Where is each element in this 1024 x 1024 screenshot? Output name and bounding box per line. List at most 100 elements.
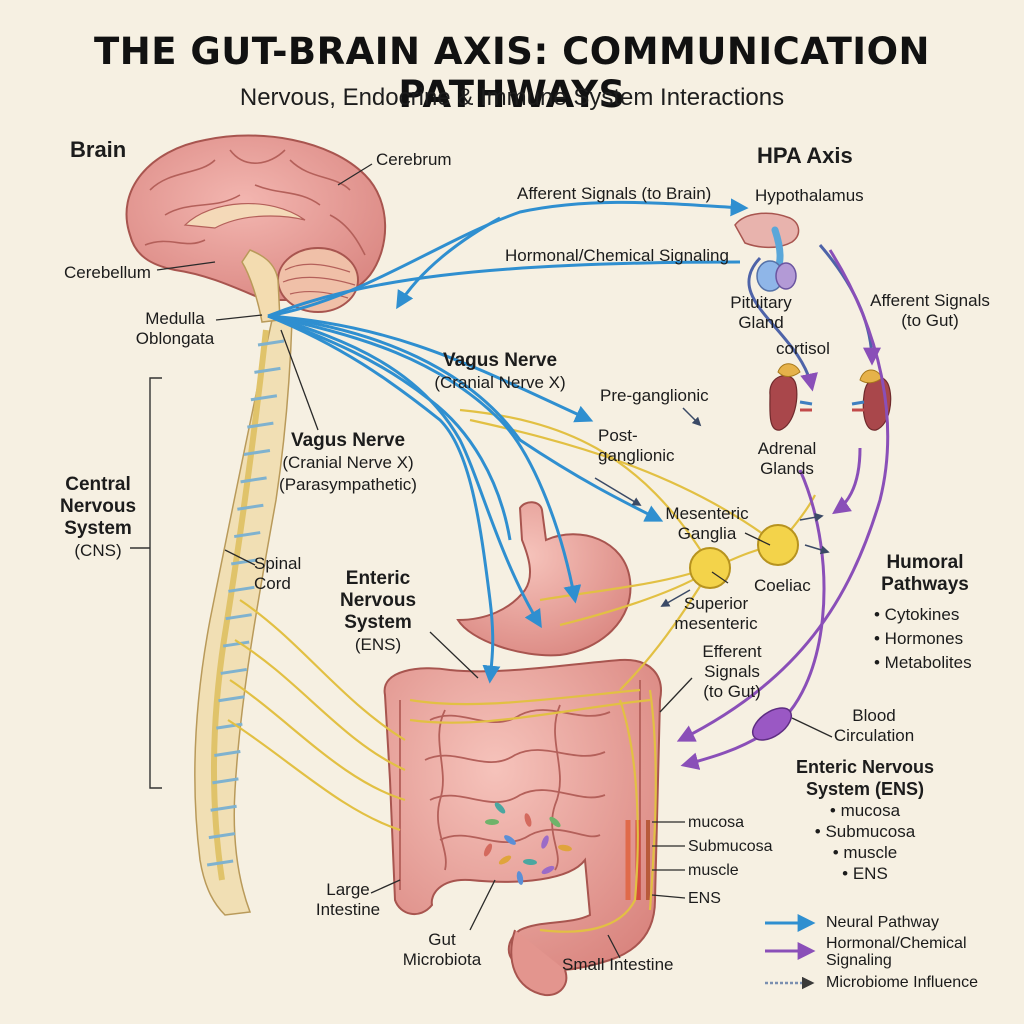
afferent-gut-line-2: (to Gut)	[901, 311, 959, 330]
cns-bracket	[130, 377, 162, 789]
legend-neural: Neural Pathway	[826, 914, 939, 932]
afferent-gut-line-1: Afferent Signals	[870, 291, 990, 310]
spine-illustration	[194, 319, 293, 916]
microbe	[494, 802, 506, 814]
blood-circulation-vessel	[751, 707, 793, 741]
vagus-center-sub: (Cranial Nerve X)	[434, 373, 566, 392]
gut-microbiota-line-1: Gut	[428, 930, 456, 949]
humoral-pathways-heading: Humoral Pathways	[870, 552, 980, 596]
humoral-title-line-1: Humoral	[886, 552, 964, 573]
cns-line-3: System	[64, 518, 132, 539]
vertebral-disc	[206, 859, 234, 867]
spinal-cord-line-1: Spinal	[254, 554, 302, 573]
vertebral-disc	[216, 722, 243, 730]
post-ganglionic-line-2: ganglionic	[598, 446, 675, 465]
microbe	[524, 813, 532, 827]
cns-line-2: Nervous	[59, 496, 137, 517]
gut-microbiota-illustration	[483, 802, 572, 885]
vertebral-disc	[233, 531, 261, 539]
legend-hormonal-label: Hormonal/Chemical Signaling	[826, 935, 967, 969]
page-subtitle: Nervous, Endocrine & Immune System Inter…	[239, 84, 785, 111]
coeliac-label: Coeliac	[754, 576, 811, 595]
medulla-line-2: Oblongata	[135, 329, 215, 348]
pituitary-line-1: Pituitary	[730, 293, 792, 312]
blood-line-2: Circulation	[833, 726, 915, 745]
afferent-to-gut-label: Afferent Signals (to Gut)	[862, 291, 998, 331]
adrenal-line-1: Adrenal	[757, 439, 817, 458]
stomach-illustration	[456, 501, 632, 657]
microbe	[498, 855, 512, 865]
ens-right-heading: Enteric Nervous System (ENS)	[790, 756, 940, 800]
superior-mesenteric-label: Superior mesenteric	[664, 594, 768, 634]
small-intestine-label: Small Intestine	[562, 955, 674, 974]
adrenal-glands-label: Adrenal Glands	[745, 439, 829, 479]
legend-microbiome-label: Microbiome Influence	[826, 974, 979, 991]
vertebral-disc	[208, 832, 236, 840]
ganglion	[757, 524, 799, 566]
blood-line-1: Blood	[852, 706, 896, 725]
superior-mesenteric-line-2: mesenteric	[674, 614, 758, 633]
cns-label: Central Nervous System (CNS)	[50, 474, 146, 562]
vertebral-disc	[254, 366, 281, 374]
microbe	[523, 858, 537, 866]
mesenteric-line-1: Mesenteric	[665, 504, 749, 523]
humoral-item-hormones: • Hormones	[874, 629, 964, 648]
vagus-left-sub-1: (Cranial Nerve X)	[282, 453, 414, 472]
superior-mesenteric-line-1: Superior	[683, 594, 749, 613]
leader-lines	[156, 163, 833, 959]
microbe	[504, 835, 516, 845]
ens-left-line-3: System	[344, 612, 412, 633]
post-ganglionic-label: Post- ganglionic	[598, 426, 675, 466]
vertebral-disc	[247, 421, 274, 429]
layer-mucosa-label: mucosa	[688, 814, 745, 831]
vertebral-disc	[257, 339, 285, 347]
page-title: THE GUT-BRAIN AXIS: COMMUNICATION PATHWA…	[94, 30, 930, 116]
cns-abbr: (CNS)	[74, 541, 122, 560]
layer-submucosa-label: Submucosa	[688, 838, 773, 855]
vagus-center-title: Vagus Nerve	[442, 350, 558, 371]
blood-circulation-label: Blood Circulation	[826, 706, 922, 746]
vertebral-disc	[243, 448, 271, 456]
brain-heading: Brain	[70, 137, 127, 162]
layer-muscle-label: muscle	[688, 862, 739, 879]
hypothalamus-label: Hypothalamus	[755, 186, 864, 205]
vagus-nerve-center-label: Vagus Nerve (Cranial Nerve X)	[420, 350, 580, 394]
vagus-left-title: Vagus Nerve	[290, 430, 406, 451]
ens-left-label: Enteric Nervous System (ENS)	[324, 568, 432, 656]
large-intestine-line-1: Large	[326, 880, 370, 899]
pre-ganglionic-label: Pre-ganglionic	[600, 386, 709, 405]
vagus-nerve	[267, 198, 749, 684]
ens-right-item-mucosa: • mucosa	[829, 801, 901, 820]
legend-neural-label: Neural Pathway	[826, 914, 939, 931]
humoral-item-cytokines: • Cytokines	[874, 605, 960, 624]
hypothalamus-pituitary-illustration	[734, 212, 800, 292]
vertebral-disc	[231, 558, 258, 566]
large-intestine-line-2: Intestine	[315, 900, 381, 919]
vertebral-disc	[220, 667, 247, 675]
pituitary-line-2: Gland	[738, 313, 784, 332]
vertebral-disc	[210, 804, 237, 812]
ens-right-item-muscle: • muscle	[832, 843, 898, 862]
microbe	[485, 819, 499, 825]
gut-microbiota-line-2: Microbiota	[402, 950, 482, 969]
ens-right-title-2: System (ENS)	[805, 779, 925, 799]
vertebral-disc	[237, 503, 264, 511]
cerebrum-label: Cerebrum	[376, 150, 452, 169]
hormonal-pathways	[676, 244, 890, 770]
legend-hormonal: Hormonal/Chemical Signaling	[826, 935, 996, 969]
spinal-cord-label: Spinal Cord	[254, 554, 301, 594]
ens-right-title-1: Enteric Nervous	[795, 757, 935, 777]
hormonal-signaling-label: Hormonal/Chemical Signaling	[505, 246, 729, 265]
medulla-label: Medulla Oblongata	[132, 309, 218, 349]
pituitary-label: Pituitary Gland	[720, 293, 802, 333]
vagus-left-sub-2: (Parasympathetic)	[279, 475, 417, 494]
ens-right-item-ens: • ENS	[842, 864, 888, 883]
microbe	[558, 844, 572, 852]
ens-left-line-2: Nervous	[339, 590, 417, 611]
spinal-cord-line-2: Cord	[254, 574, 291, 593]
humoral-title-line-2: Pathways	[881, 574, 969, 595]
microbe	[549, 816, 561, 828]
efferent-line-2: Signals	[704, 662, 760, 681]
